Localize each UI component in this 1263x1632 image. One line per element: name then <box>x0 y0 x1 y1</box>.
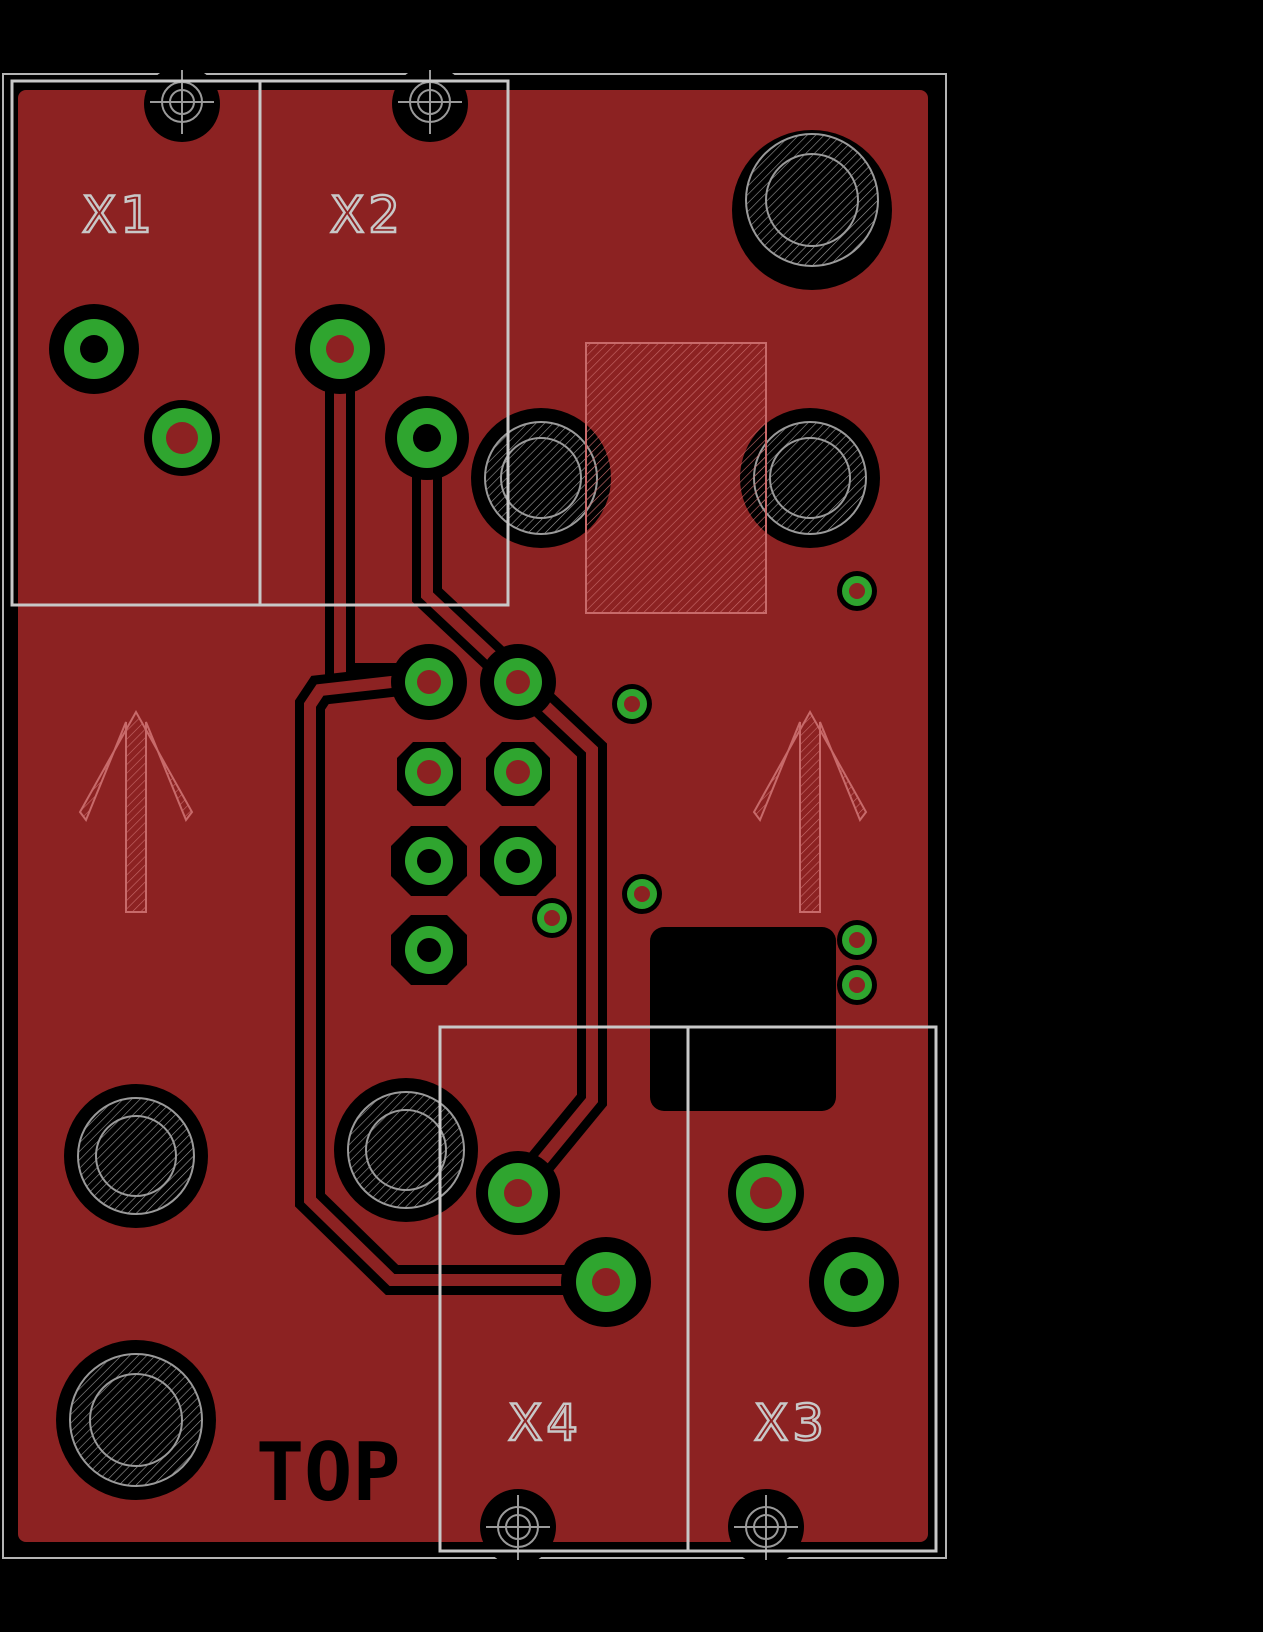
via <box>612 684 652 724</box>
mounting-holes <box>69 133 879 1487</box>
mounting-hole <box>484 421 598 535</box>
header-pin <box>391 915 467 985</box>
mounting-hole <box>745 133 879 267</box>
pad <box>728 1155 804 1231</box>
pad <box>561 1237 651 1327</box>
header-pin <box>480 644 556 720</box>
copper-pour <box>18 90 928 1542</box>
header-pin <box>486 742 550 806</box>
mounting-hole <box>69 1353 203 1487</box>
x2-outline <box>258 79 510 607</box>
header-pins <box>391 644 556 985</box>
arrow-up-icon <box>78 709 194 913</box>
pad <box>476 1151 560 1235</box>
connector-pads <box>49 304 899 1327</box>
x1-label: X1 <box>82 186 156 244</box>
header-pin <box>397 742 461 806</box>
silkscreen-outlines <box>10 79 938 1553</box>
via <box>837 965 877 1005</box>
via <box>532 898 572 938</box>
x4-label: X4 <box>508 1394 582 1452</box>
pad <box>144 400 220 476</box>
pad <box>385 396 469 480</box>
via <box>837 920 877 960</box>
x2-label: X2 <box>330 186 404 244</box>
pad <box>295 304 385 394</box>
vias <box>532 571 877 1005</box>
header-pin <box>391 644 467 720</box>
x3-outline <box>686 1025 938 1553</box>
arrow-up-icon <box>752 709 868 913</box>
notch-holes <box>150 70 798 1560</box>
mounting-hole <box>753 421 867 535</box>
pad <box>49 304 139 394</box>
header-pin <box>391 826 467 896</box>
via <box>622 874 662 914</box>
keepout-area <box>585 342 767 614</box>
top-label: TOP <box>256 1426 401 1519</box>
mounting-hole <box>77 1097 195 1215</box>
header-pin <box>480 826 556 896</box>
pad <box>809 1237 899 1327</box>
x3-label: X3 <box>754 1394 828 1452</box>
mounting-hole <box>347 1091 465 1209</box>
board-outline <box>2 73 947 1559</box>
via <box>837 571 877 611</box>
